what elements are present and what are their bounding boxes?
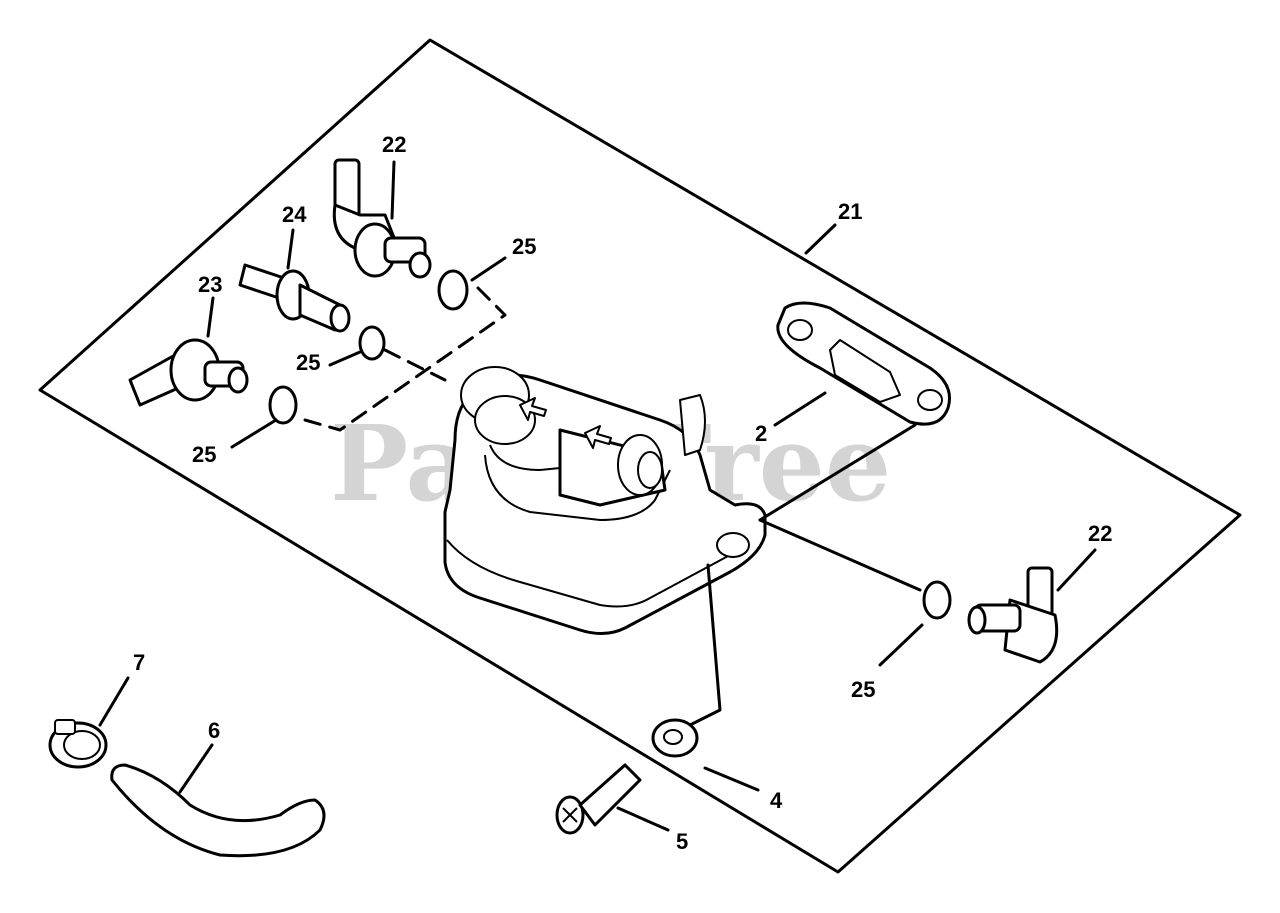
leader-25-d <box>878 623 924 667</box>
o-ring-b <box>358 325 386 361</box>
leader-4 <box>703 766 760 792</box>
elbow-fitting-top <box>332 158 432 279</box>
callout-6: 6 <box>208 718 220 743</box>
elbow-fitting-right <box>967 566 1059 664</box>
leader-6 <box>178 743 214 794</box>
leader-22-right <box>1056 548 1097 592</box>
callout-5: 5 <box>676 829 688 854</box>
callout-22-right: 22 <box>1088 521 1112 546</box>
callout-21: 21 <box>838 199 862 224</box>
leader-2 <box>773 391 827 427</box>
leader-25-c <box>230 418 278 449</box>
leader-5 <box>616 806 670 832</box>
gasket <box>776 301 951 426</box>
barb-fitting-24 <box>238 263 351 333</box>
leader-23 <box>206 296 215 338</box>
callout-23: 23 <box>198 272 222 297</box>
assembly-line-3 <box>758 423 917 522</box>
callout-22-top: 22 <box>382 132 406 157</box>
washer <box>651 718 699 758</box>
callout-24: 24 <box>282 202 307 227</box>
leader-21 <box>804 223 837 255</box>
leader-25-b <box>328 350 362 367</box>
assembly-boundary <box>38 38 1242 874</box>
callout-25-b: 25 <box>296 350 320 375</box>
hose-clamp <box>48 719 108 769</box>
assembly-line-5 <box>688 563 722 727</box>
fuel-pump-body <box>443 366 767 635</box>
screw <box>555 763 642 835</box>
callout-25-c: 25 <box>192 442 216 467</box>
assembly-line-4 <box>758 518 922 592</box>
leader-22-top <box>390 160 396 220</box>
callout-7: 7 <box>133 650 145 675</box>
assembly-line-dashed-1 <box>303 286 507 432</box>
leader-24 <box>286 228 295 270</box>
callout-2: 2 <box>755 421 767 446</box>
o-ring-c <box>268 385 298 425</box>
callout-4: 4 <box>770 788 783 813</box>
hose <box>110 763 326 858</box>
o-ring-a <box>437 269 469 311</box>
o-ring-d <box>922 580 952 620</box>
leader-7 <box>98 676 130 727</box>
assembly-line-dashed-2 <box>383 348 447 382</box>
callout-25-d: 25 <box>851 677 875 702</box>
leader-25-a <box>470 256 507 282</box>
elbow-fitting-23 <box>128 338 249 407</box>
callout-25-a: 25 <box>512 234 536 259</box>
